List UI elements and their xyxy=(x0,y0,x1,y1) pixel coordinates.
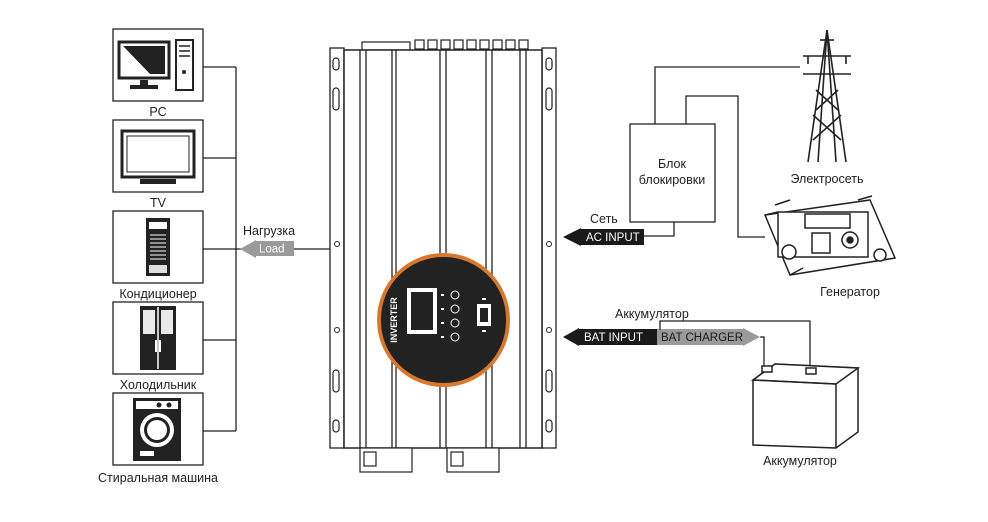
appliance-washing-machine: Стиральная машина xyxy=(98,392,218,485)
grid-input-label: Сеть xyxy=(590,212,618,226)
bat-input-tag: BAT INPUT xyxy=(584,332,643,344)
load-label: Нагрузка xyxy=(243,224,295,238)
appliance-pc: PC xyxy=(112,28,204,119)
washing-machine-icon xyxy=(133,398,181,461)
battery-link-label: Аккумулятор xyxy=(615,307,689,321)
ac-input-connection: Сеть AC INPUT xyxy=(563,212,644,246)
battery-connection: Аккумулятор BAT INPUT BAT CHARGER xyxy=(563,307,760,346)
generator-icon xyxy=(763,195,897,276)
appliance-refrigerator: Холодильник xyxy=(112,301,204,392)
top-terminals xyxy=(414,39,529,50)
inverter-unit: INVERTER xyxy=(329,39,557,473)
grid-wiring xyxy=(640,66,800,238)
appliance-label-washing-machine: Стиральная машина xyxy=(98,471,218,485)
appliance-label-air-conditioner: Кондиционер xyxy=(119,287,196,301)
mounting-slots xyxy=(332,57,553,433)
bottom-feet xyxy=(359,447,500,473)
pc-monitor-tower-icon xyxy=(117,39,194,91)
panel-buttons xyxy=(450,290,460,342)
battery-wiring xyxy=(659,320,811,368)
load-tag: Load xyxy=(259,244,285,256)
appliance-label-refrigerator: Холодильник xyxy=(120,378,197,392)
ac-input-tag: AC INPUT xyxy=(586,232,640,244)
grid-label: Электросеть xyxy=(790,172,863,186)
interlock-line2: блокировки xyxy=(639,173,705,187)
interlock-box: Блок блокировки xyxy=(629,123,716,223)
generator-label: Генератор xyxy=(820,285,880,299)
tv-icon xyxy=(120,129,196,184)
power-tower-icon xyxy=(803,29,851,163)
appliance-label-tv: TV xyxy=(150,196,167,210)
inverter-brand: INVERTER xyxy=(389,297,399,343)
battery-icon xyxy=(750,363,861,449)
appliance-air-conditioner: Кондиционер xyxy=(112,210,204,301)
refrigerator-icon xyxy=(140,306,176,370)
battery-label: Аккумулятор xyxy=(763,454,837,468)
appliance-tv: TV xyxy=(112,119,204,210)
panel-leds xyxy=(441,294,444,338)
interlock-line1: Блок xyxy=(658,157,686,171)
load-connection: Нагрузка Load xyxy=(240,224,295,258)
control-panel: INVERTER xyxy=(377,253,510,387)
air-conditioner-icon xyxy=(146,218,170,276)
appliance-label-pc: PC xyxy=(149,105,166,119)
bat-charger-tag: BAT CHARGER xyxy=(661,332,743,344)
